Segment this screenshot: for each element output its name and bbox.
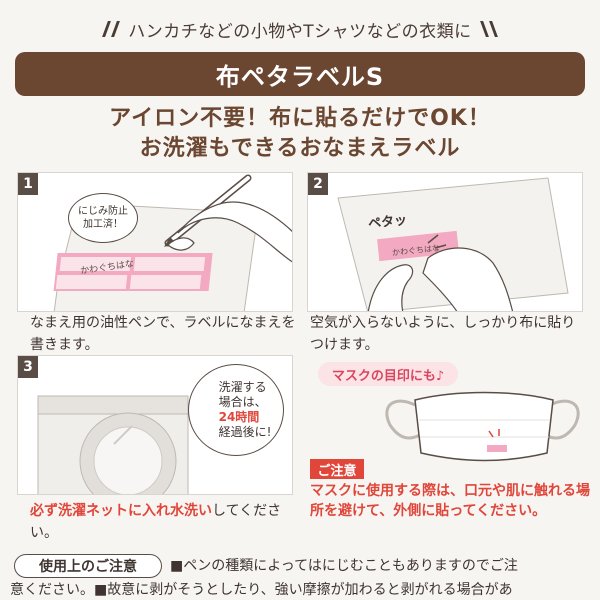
- step-1-panel: 1 にじみ防止 加工済！ かわぐちはな: [17, 172, 293, 312]
- step-2-illustration: [337, 177, 569, 311]
- label-sheet-icon: [53, 253, 213, 291]
- step-2-caption: 空気が入らないように、しっかり布に貼りつけます。: [310, 315, 576, 353]
- washing-machine-icon: [37, 395, 189, 494]
- step-3-caption: 必ず洗濯ネットに入れ水洗いしてください。: [30, 500, 298, 544]
- product-title: 布ペタラベルS: [15, 52, 585, 96]
- step-1-illustration: [53, 174, 292, 311]
- step-3-number: 3: [18, 356, 38, 378]
- tagline-text: ハンカチなどの小物やTシャツなどの衣類に: [128, 21, 472, 42]
- slash-right-icon: [479, 21, 498, 37]
- step-2-number: 2: [308, 173, 328, 195]
- bubble-line: 経過後に!: [218, 425, 272, 439]
- tagline: ハンカチなどの小物やTシャツなどの衣類に: [0, 14, 600, 44]
- hand-icon: [177, 201, 292, 263]
- bubble-line: 場合は、: [218, 395, 267, 409]
- usage-notes-label: 使用上のご注意: [14, 554, 162, 578]
- right-hand-icon: [422, 247, 514, 311]
- caption-red: 必ず洗濯ネットに入れ水洗い: [30, 503, 212, 519]
- step-1-caption: なまえ用の油性ペンで、ラベルになまえを書きます。: [30, 315, 296, 353]
- caution-badge: ご注意: [310, 459, 364, 479]
- headline-2: お洗濯もできるおなまえラベル: [139, 136, 461, 161]
- wash-timing-bubble: 洗濯する 場合は、 24時間 経過後に!: [188, 364, 284, 456]
- step-2-panel: 2 ペタッ かわぐちはな: [307, 172, 583, 312]
- caption-rest: してください。: [30, 503, 282, 541]
- face-mask-icon: [385, 391, 580, 462]
- step-3-panel: 3 洗濯する 場合は、 24時間 経過後に!: [17, 355, 293, 495]
- step-1-number: 1: [18, 173, 38, 195]
- peta-sound-text: ペタッ: [367, 212, 408, 232]
- left-hand-icon: [367, 264, 414, 311]
- headline-1: アイロン不要！布に貼るだけでOK！: [109, 106, 491, 131]
- mask-label-tag: マスクの目印にも♪: [318, 362, 458, 386]
- slash-left-icon: [102, 21, 121, 37]
- anti-bleed-bubble: にじみ防止 加工済！: [68, 193, 138, 243]
- bubble-line: 加工済！: [83, 219, 123, 230]
- bubble-line: にじみ防止: [78, 206, 128, 217]
- bubble-line: 洗濯する: [218, 380, 267, 394]
- usage-notes-line-2: 意ください。■故意に剥がそうとしたり、強い摩擦が加わると剥がれる場合があ: [10, 582, 513, 598]
- usage-notes-line-1: ■ペンの種類によってはにじむこともありますのでご注: [170, 558, 518, 574]
- bubble-line-red: 24時間: [218, 410, 260, 424]
- caution-text: マスクに使用する際は、口元や肌に触れる場所を避けて、外側に貼ってください。: [310, 483, 590, 519]
